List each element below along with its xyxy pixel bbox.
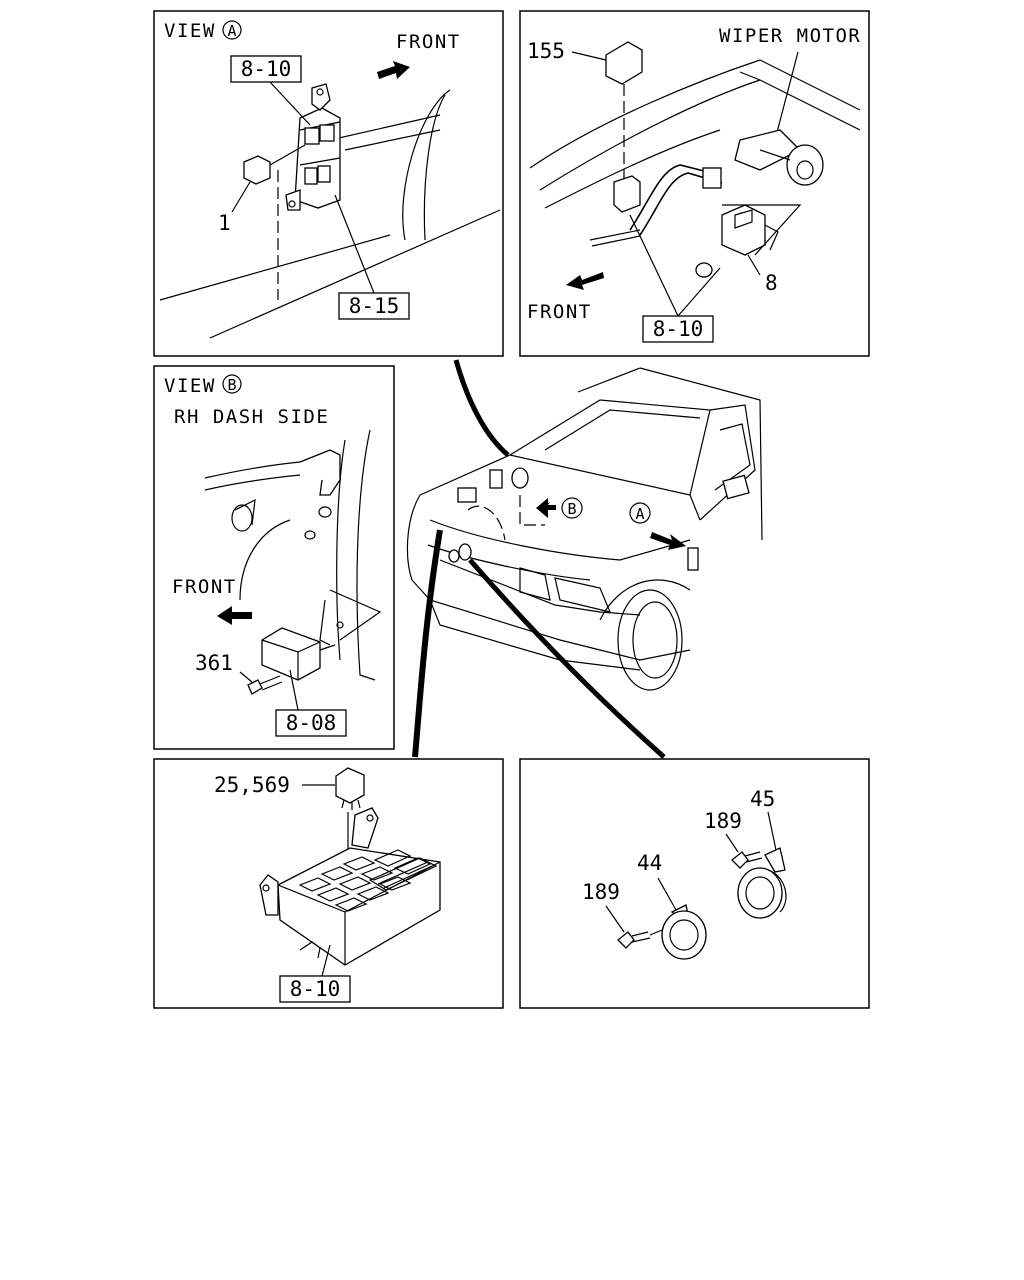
ref-8-08-label: 8-08: [286, 711, 337, 735]
ref-box-8-10: [230, 55, 302, 83]
relay-155: [605, 41, 643, 85]
wiper-front-label: FRONT: [527, 301, 592, 323]
front-arrow-icon: [566, 272, 604, 290]
panel-fuse-box: 25,569 8-10: [153, 758, 504, 1009]
control-module: [261, 627, 321, 681]
wiper-ref-label: 8-10: [653, 317, 704, 341]
front-arrow-icon: [217, 606, 252, 625]
panel-wiper-motor: WIPER MOTOR 155 8 FRONT: [519, 10, 870, 357]
part-number-189-top: 189: [704, 809, 742, 833]
panel-fuse-frame: [153, 758, 504, 1009]
marker-b-letter: B: [567, 500, 576, 518]
view-b-circle: [222, 374, 242, 394]
bolt-189-bottom: [617, 931, 635, 949]
panel-wiper-frame: [519, 10, 870, 357]
view-b-subtitle: RH DASH SIDE: [174, 406, 329, 428]
view-a-front-label: FRONT: [396, 31, 461, 53]
vehicle-overview: B A: [406, 359, 763, 759]
horn-45: [737, 867, 783, 919]
view-a-letter: A: [227, 22, 236, 40]
panel-horns-frame: [519, 758, 870, 1009]
view-a-circle: [222, 20, 242, 40]
grommet: [695, 262, 713, 278]
view-b-front-label: FRONT: [172, 576, 237, 598]
panel-view-b: VIEW B RH DASH SIDE FRONT 361 8-08: [153, 365, 395, 750]
view-a-title: VIEW: [164, 20, 216, 42]
ref-8-10-label: 8-10: [241, 57, 292, 81]
front-arrow-icon: [377, 61, 410, 79]
horn-44: [661, 910, 707, 960]
bolt-361: [247, 679, 263, 695]
marker-b-circle: [561, 497, 583, 519]
part-number-25-569: 25,569: [214, 773, 290, 797]
wiper-motor: [786, 144, 824, 186]
part-number-45: 45: [750, 787, 775, 811]
marker-a-circle: [629, 502, 651, 524]
marker-a-letter: A: [635, 505, 644, 523]
panel-view-a: VIEW A FRONT 1 8-10 8-15: [153, 10, 504, 357]
relay-grid: [298, 856, 412, 912]
panel-horns: 45 189 44 189: [519, 758, 870, 1009]
relay-part-1: [243, 155, 271, 185]
fuse-ref-label: 8-10: [290, 977, 341, 1001]
part-number-44: 44: [637, 851, 662, 875]
part-number-361: 361: [195, 651, 233, 675]
arrow-a-icon: [650, 532, 686, 550]
panel-view-b-frame: [153, 365, 395, 750]
view-b-title: VIEW: [164, 375, 216, 397]
panel-view-a-frame: [153, 10, 504, 357]
part-number-1: 1: [218, 211, 231, 235]
ref-box-8-08: [275, 709, 347, 737]
relay-25-569: [335, 767, 365, 804]
ref-8-15-label: 8-15: [349, 294, 400, 318]
ref-box-8-10: [279, 975, 351, 1003]
ref-box-8-15: [338, 292, 410, 320]
wiper-motor-label: WIPER MOTOR: [719, 25, 861, 47]
part-number-8: 8: [765, 271, 778, 295]
bolt-189-top: [731, 851, 749, 869]
view-b-letter: B: [227, 376, 236, 394]
part-number-155: 155: [527, 39, 565, 63]
part-number-189-bottom: 189: [582, 880, 620, 904]
